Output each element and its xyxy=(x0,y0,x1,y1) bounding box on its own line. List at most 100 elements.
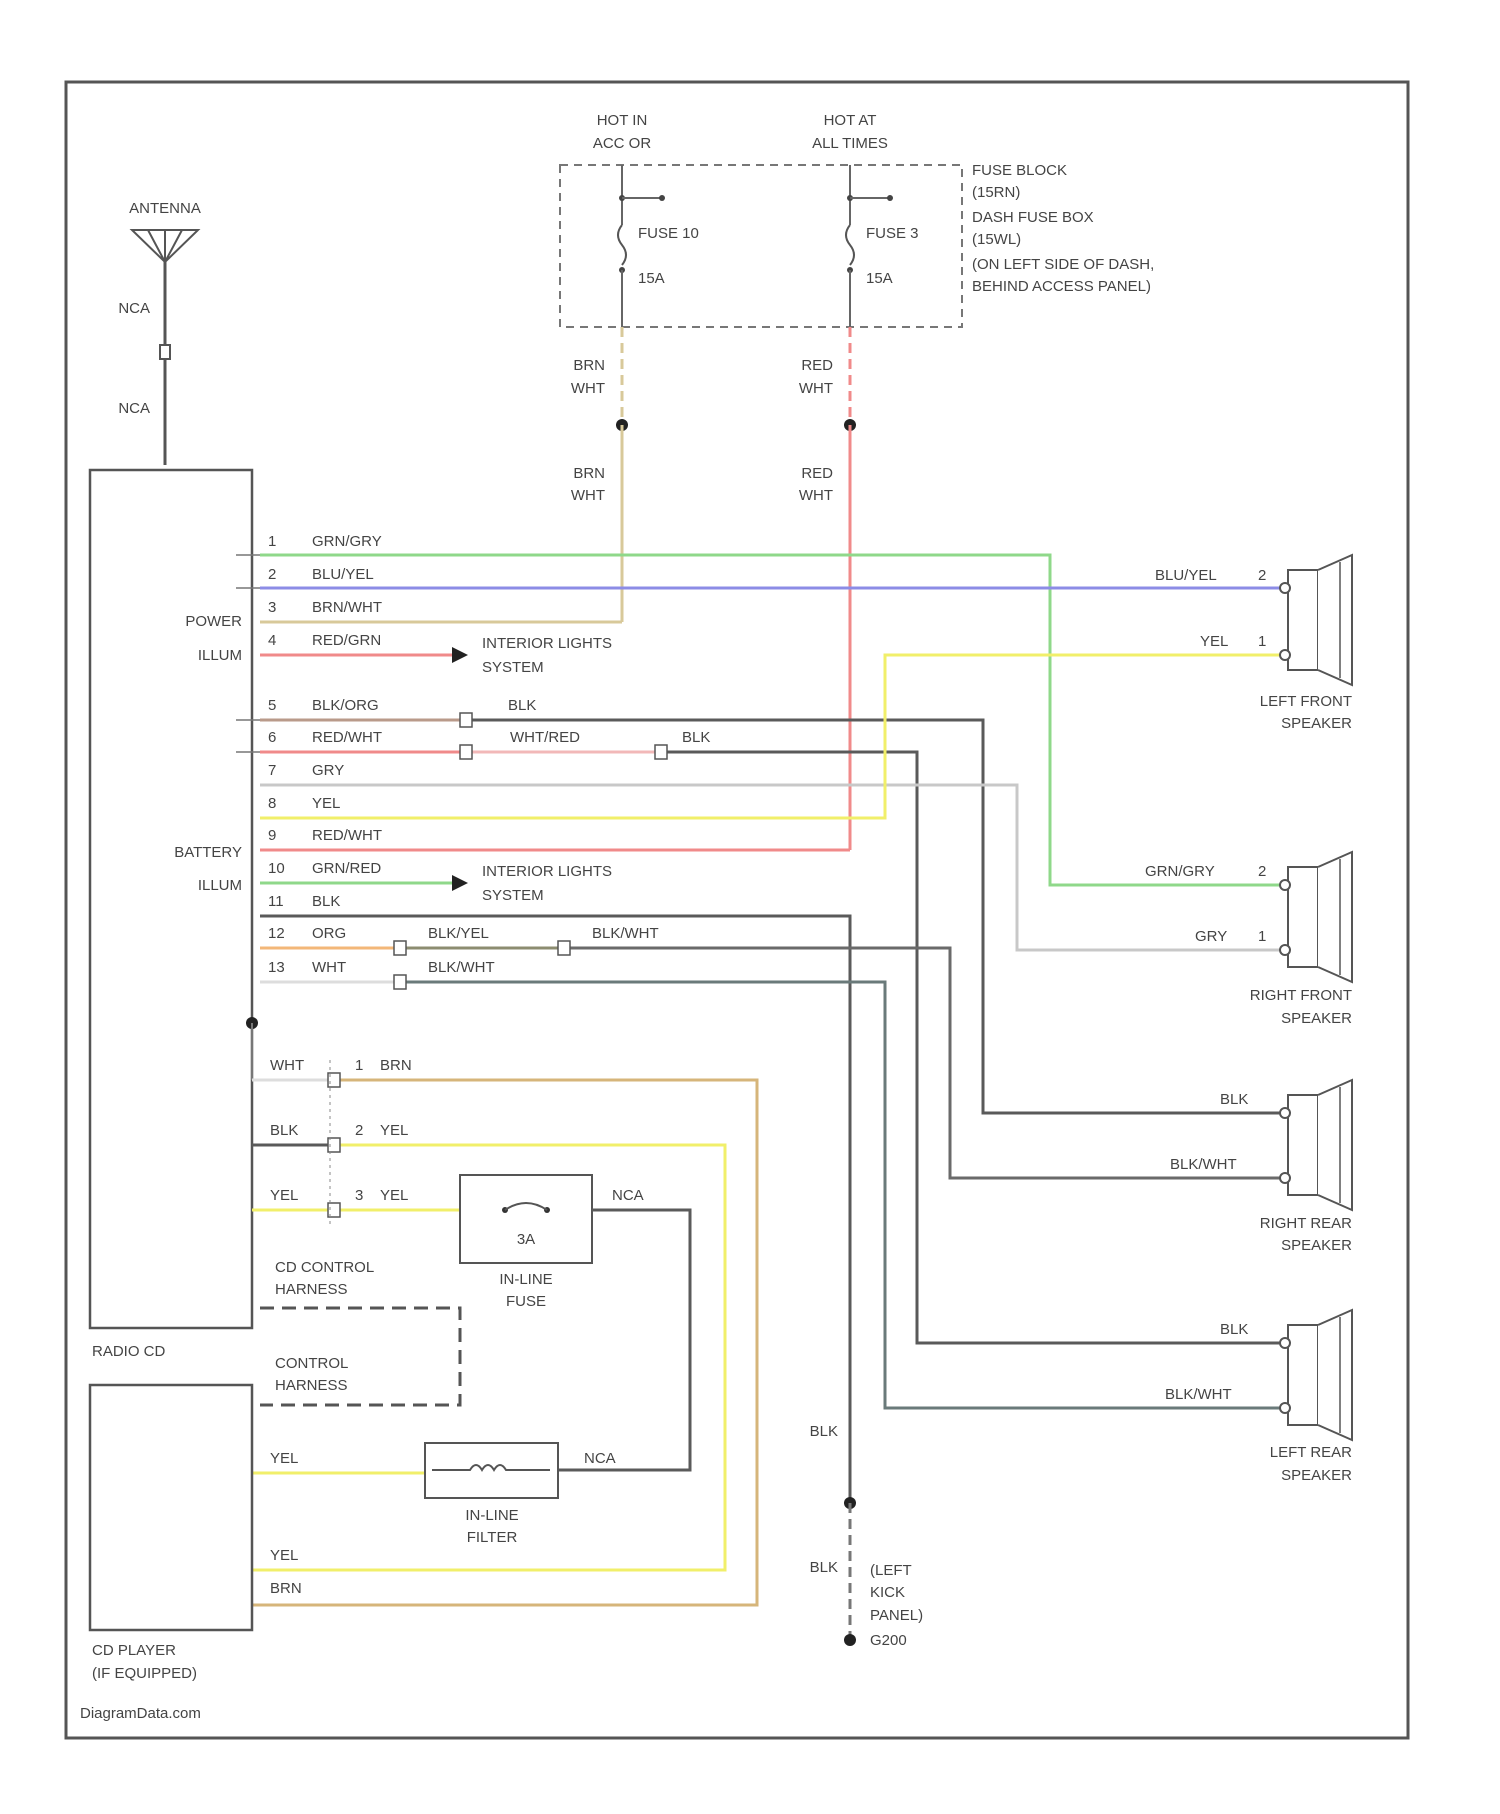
fuse-10-rating: 15A xyxy=(638,270,665,287)
fuse-3-rating: 15A xyxy=(866,270,893,287)
in-line-fuse-rating: 3A xyxy=(517,1231,535,1248)
in-line-filter-label-1: IN-LINE xyxy=(465,1507,518,1524)
nca-fuse-label: NCA xyxy=(612,1187,644,1204)
pin-num: 6 xyxy=(268,729,276,746)
pin-wire-label: GRN/GRY xyxy=(312,533,382,550)
speaker-left-rear: BLK BLK/WHT LEFT REAR SPEAKER xyxy=(1165,1310,1352,1484)
speaker-right-rear: BLK BLK/WHT RIGHT REAR SPEAKER xyxy=(1170,1080,1352,1254)
hot-acc-label-2: ACC OR xyxy=(593,135,652,152)
yel-bottom-label: YEL xyxy=(270,1547,298,1564)
wire-label-brn-b: BRN xyxy=(573,465,605,482)
fuse-block-desc-5: (ON LEFT SIDE OF DASH, xyxy=(972,256,1154,273)
radio-illum-label-2: ILLUM xyxy=(198,877,242,894)
cd-ctrl-label-1: CD CONTROL xyxy=(275,1259,374,1276)
speaker-icon xyxy=(1288,867,1318,967)
cd-pin-1: 1 xyxy=(355,1057,363,1074)
pin-wire-label: BLK xyxy=(312,893,340,910)
cd-wire-wht: WHT xyxy=(270,1057,304,1074)
wire-label-blk-wht-b: BLK/WHT xyxy=(428,959,495,976)
radio-cd-label: RADIO CD xyxy=(92,1343,166,1360)
ground-loc-1: (LEFT xyxy=(870,1562,912,1579)
hot-all-label-1: HOT AT xyxy=(824,112,877,129)
pin-num: 1 xyxy=(268,533,276,550)
pin-num: 8 xyxy=(268,795,276,812)
rf-pin1-label: 1 xyxy=(1258,928,1266,945)
cd-pin-3: 3 xyxy=(355,1187,363,1204)
fuse-block-desc-2: (15RN) xyxy=(972,184,1020,201)
ctrl-label-1: CONTROL xyxy=(275,1355,348,1372)
antenna-nca-2: NCA xyxy=(118,400,150,417)
brn-bottom-label: BRN xyxy=(270,1580,302,1597)
ground-g200: BLK BLK (LEFT KICK PANEL) G200 xyxy=(810,1423,923,1649)
nca-filter-label: NCA xyxy=(584,1450,616,1467)
wire-label-red-b: RED xyxy=(801,465,833,482)
wire-label-wht-red: WHT/RED xyxy=(510,729,580,746)
lf-wire1-label: YEL xyxy=(1200,633,1228,650)
ground-blk-label-1: BLK xyxy=(810,1423,838,1440)
interior-lights-label-3: INTERIOR LIGHTS xyxy=(482,863,612,880)
rr-wire2-label: BLK xyxy=(1220,1091,1248,1108)
ground-icon xyxy=(844,1634,856,1646)
pin-num: 10 xyxy=(268,860,285,877)
pin-num: 2 xyxy=(268,566,276,583)
wire-gry xyxy=(260,785,1285,950)
pin-num: 12 xyxy=(268,925,285,942)
fuse-block: HOT IN ACC OR HOT AT ALL TIMES FUSE 10 1… xyxy=(560,112,1154,327)
radio-battery-label: BATTERY xyxy=(174,844,242,861)
wire-label-brn-a: BRN xyxy=(573,357,605,374)
pin-wire-label: WHT xyxy=(312,959,346,976)
in-line-fuse-label-2: FUSE xyxy=(506,1293,546,1310)
speaker-left-front: BLU/YEL 2 YEL 1 LEFT FRONT SPEAKER xyxy=(1155,555,1352,732)
wire-label-blk-5: BLK xyxy=(508,697,536,714)
in-line-fuse-label-1: IN-LINE xyxy=(499,1271,552,1288)
cd-wire-blk: BLK xyxy=(270,1122,298,1139)
hot-acc-label-1: HOT IN xyxy=(597,112,648,129)
fuse-3-symbol xyxy=(846,225,854,265)
lf-name-1: LEFT FRONT xyxy=(1260,693,1352,710)
lf-pin1-label: 1 xyxy=(1258,633,1266,650)
wire-label-wht-b: WHT xyxy=(571,487,605,504)
fuse-block-desc-6: BEHIND ACCESS PANEL) xyxy=(972,278,1151,295)
pin-wire-label: RED/WHT xyxy=(312,729,382,746)
pin-wire-label: GRN/RED xyxy=(312,860,381,877)
cd-ctrl-label-2: HARNESS xyxy=(275,1281,348,1298)
speaker-icon xyxy=(1288,1095,1318,1195)
pin-num: 5 xyxy=(268,697,276,714)
pin-num: 11 xyxy=(268,893,284,910)
cd-wire-yel-3b: YEL xyxy=(380,1187,408,1204)
wire-label-blk-wht-a: BLK/WHT xyxy=(592,925,659,942)
ground-loc-2: KICK xyxy=(870,1584,905,1601)
diagram-frame xyxy=(66,82,1408,1738)
ground-blk-label-2: BLK xyxy=(810,1559,838,1576)
watermark: DiagramData.com xyxy=(80,1705,201,1722)
wire-label-wht-a: WHT xyxy=(571,380,605,397)
pin-wire-label: BLK/ORG xyxy=(312,697,379,714)
pin-wire-label: ORG xyxy=(312,925,346,942)
yel-filter-label: YEL xyxy=(270,1450,298,1467)
cd-wire-brn: BRN xyxy=(380,1057,412,1074)
mid-wire-labels: BLK WHT/RED BLK BLK/YEL BLK/WHT BLK/WHT … xyxy=(428,635,710,976)
rr-name-2: SPEAKER xyxy=(1281,1237,1352,1254)
cd-player-label-2: (IF EQUIPPED) xyxy=(92,1665,197,1682)
interior-lights-label-4: SYSTEM xyxy=(482,887,544,904)
rf-wire2-label: GRN/GRY xyxy=(1145,863,1215,880)
fuse-block-desc-3: DASH FUSE BOX xyxy=(972,209,1094,226)
lr-name-1: LEFT REAR xyxy=(1270,1444,1352,1461)
wire-label-blk-yel: BLK/YEL xyxy=(428,925,489,942)
wire-label-wht-d: WHT xyxy=(799,487,833,504)
rr-wire1-label: BLK/WHT xyxy=(1170,1156,1237,1173)
fuse-block-desc-4: (15WL) xyxy=(972,231,1021,248)
speaker-right-front: GRN/GRY 2 GRY 1 RIGHT FRONT SPEAKER xyxy=(1145,852,1352,1027)
lf-name-2: SPEAKER xyxy=(1281,715,1352,732)
radio-pins xyxy=(236,555,1285,1500)
antenna: ANTENNA NCA NCA xyxy=(118,200,201,465)
hot-all-label-2: ALL TIMES xyxy=(812,135,888,152)
cd-wire-yel-3a: YEL xyxy=(270,1187,298,1204)
interior-lights-label-2: SYSTEM xyxy=(482,659,544,676)
rf-wire1-label: GRY xyxy=(1195,928,1227,945)
in-line-fuse xyxy=(460,1175,592,1263)
pin-num: 3 xyxy=(268,599,276,616)
interior-lights-label-1: INTERIOR LIGHTS xyxy=(482,635,612,652)
pin-wire-label: BRN/WHT xyxy=(312,599,382,616)
